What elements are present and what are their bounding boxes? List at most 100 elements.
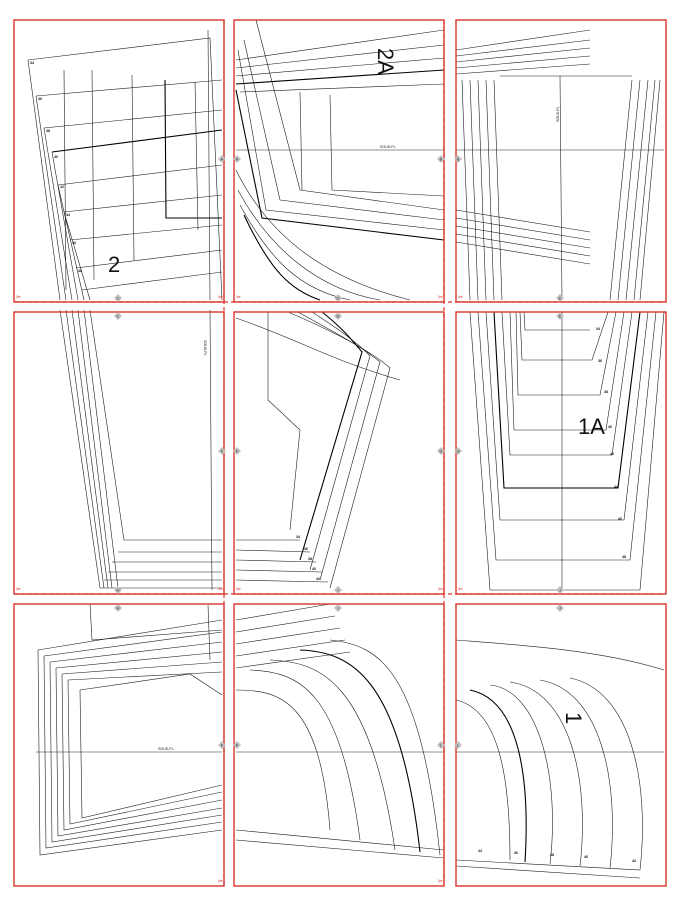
size-label: 38 <box>550 853 554 857</box>
marker-l-right: L <box>454 741 462 749</box>
piece-label-1a: 1A <box>578 414 605 439</box>
svg-text:L: L <box>457 743 460 748</box>
marker-i-top: I <box>334 586 342 594</box>
scissors-icon: ✂ <box>458 586 463 593</box>
size-labels-piece-2a: 34 36 38 40 42 <box>296 535 320 581</box>
pattern-piece-2-lines <box>27 29 223 856</box>
scissors-marks: ✂ ✂ ✂ ✂ ✂ ✂ ✂ ✂ ✂ ✂ ✂ ✂ <box>16 294 463 885</box>
size-labels-piece-2: 34 36 38 40 42 44 46 48 <box>30 61 82 273</box>
size-label: 34 <box>30 61 34 65</box>
fold-label: SOUS-FL <box>203 340 207 356</box>
size-label: 44 <box>66 213 70 217</box>
marker-d-top: D <box>334 294 342 302</box>
size-label: 48 <box>78 269 82 273</box>
size-label: 42 <box>316 577 320 581</box>
marker-c-bottom: C <box>114 312 122 320</box>
pattern-piece-1a-lines <box>455 29 665 879</box>
marker-i-bottom: I <box>334 604 342 612</box>
svg-text:D: D <box>337 314 340 319</box>
size-label: 36 <box>598 359 602 363</box>
size-label: 42 <box>632 859 636 863</box>
svg-text:I: I <box>337 606 338 611</box>
svg-text:H: H <box>117 588 120 593</box>
tile-r3c2 <box>233 603 445 887</box>
size-label: 34 <box>478 849 482 853</box>
size-label: 36 <box>304 547 308 551</box>
size-label: 42 <box>60 185 64 189</box>
marker-g-left: G <box>437 447 445 455</box>
svg-text:J: J <box>559 606 561 611</box>
marker-l-left: L <box>437 741 445 749</box>
svg-text:G: G <box>439 449 442 454</box>
size-label: 38 <box>308 557 312 561</box>
svg-text:D: D <box>337 296 340 301</box>
svg-text:B: B <box>457 157 460 162</box>
size-label: 44 <box>614 485 618 489</box>
marker-j-top: J <box>556 586 564 594</box>
svg-text:B: B <box>440 157 443 162</box>
size-label: 40 <box>584 855 588 859</box>
svg-text:K: K <box>221 743 224 748</box>
svg-text:A: A <box>221 157 224 162</box>
size-label: 34 <box>596 327 600 331</box>
svg-text:F: F <box>236 449 239 454</box>
marker-e-bottom: E <box>556 312 564 320</box>
svg-text:G: G <box>456 449 459 454</box>
fold-label: SOUS-FL <box>556 106 560 122</box>
svg-text:E: E <box>559 296 562 301</box>
marker-b-right: B <box>454 155 462 163</box>
scissors-icon: ✂ <box>16 294 21 301</box>
pattern-piece-2a-lines <box>235 19 445 859</box>
size-label: 36 <box>514 851 518 855</box>
size-label: 40 <box>312 567 316 571</box>
svg-text:J: J <box>559 588 561 593</box>
size-label: 38 <box>46 129 50 133</box>
tile-r3c3 <box>455 603 667 887</box>
size-labels-piece-1a: 34 36 38 40 42 44 46 48 <box>596 327 626 559</box>
svg-text:L: L <box>440 743 443 748</box>
size-label: 48 <box>622 555 626 559</box>
fold-label: SOUS-FL <box>158 747 174 751</box>
marker-e-top: E <box>556 294 564 302</box>
scissors-icon: ✂ <box>438 294 443 301</box>
piece-label-2a: 2A <box>373 48 398 75</box>
marker-d-bottom: D <box>334 312 342 320</box>
marker-k-left: K <box>218 741 226 749</box>
svg-text:C: C <box>117 314 120 319</box>
marker-b-left: B <box>437 155 445 163</box>
tile-r3c1 <box>13 603 225 887</box>
marker-h-top: H <box>114 586 122 594</box>
size-label: 38 <box>604 390 608 394</box>
scissors-icon: ✂ <box>218 294 223 301</box>
size-label: 34 <box>296 535 300 539</box>
tile-r1c2 <box>233 19 445 303</box>
size-label: 46 <box>72 241 76 245</box>
scissors-icon: ✂ <box>438 878 443 885</box>
size-label: 36 <box>38 97 42 101</box>
cut-lines <box>14 20 666 886</box>
fold-label: SOUS-FL <box>380 145 396 149</box>
marker-a-left: A <box>218 155 226 163</box>
size-label: 46 <box>618 517 622 521</box>
marker-c-top: C <box>114 294 122 302</box>
scissors-icon: ✂ <box>236 586 241 593</box>
assembly-markers: A A B B C C D D E E F F G G H H I I J J … <box>114 155 564 749</box>
tile-r2c2 <box>233 311 445 595</box>
svg-text:K: K <box>236 743 239 748</box>
size-labels-piece-1: 34 36 38 40 42 <box>478 849 636 863</box>
size-label: 40 <box>608 425 612 429</box>
size-label: 40 <box>54 155 58 159</box>
marker-g-right: G <box>454 447 462 455</box>
scissors-icon: ✂ <box>236 294 241 301</box>
scissors-icon: ✂ <box>16 586 21 593</box>
marker-j-bottom: J <box>556 604 564 612</box>
marker-k-right: K <box>233 741 241 749</box>
scissors-icon: ✂ <box>218 878 223 885</box>
scissors-icon: ✂ <box>458 294 463 301</box>
marker-a-right: A <box>233 155 241 163</box>
marker-f-right: F <box>233 447 241 455</box>
scissors-icon: ✂ <box>218 586 223 593</box>
svg-text:F: F <box>221 449 224 454</box>
size-label: 42 <box>610 452 614 456</box>
